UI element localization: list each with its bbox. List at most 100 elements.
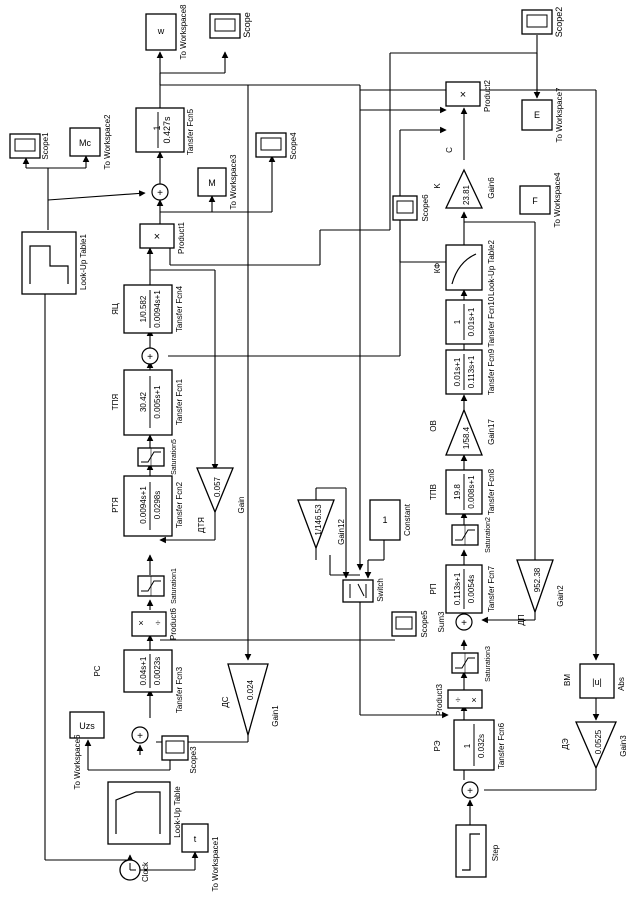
tf10-name: Tansfer Fcn10: [487, 296, 496, 347]
tf7-name: Tansfer Fcn7: [487, 565, 496, 612]
svg-text:+: +: [467, 786, 473, 797]
to-workspace2-block[interactable]: Mc To Workspace2: [69, 114, 112, 170]
transfer-fcn1-block[interactable]: 30.42 0.005s+1 Tansfer Fcn1 ТПЯ: [111, 369, 184, 436]
constant-name: Constant: [403, 503, 412, 536]
transfer-fcn10-block[interactable]: 1 0.01s+1 Tansfer Fcn10: [445, 296, 496, 347]
tf1-name: Tansfer Fcn1: [175, 378, 184, 425]
transfer-fcn2-block[interactable]: 0.0094s+1 0.0298s Tansfer Fcn2 РТЯ: [111, 475, 184, 537]
gain2-value: 952.38: [533, 567, 542, 592]
product6-block[interactable]: × ÷ Product6: [131, 607, 178, 640]
to-workspace3-block[interactable]: M To Workspace3: [197, 154, 238, 210]
gain17-block[interactable]: 1/58.4 ОВ Gain17: [429, 408, 496, 456]
sum-speed-block[interactable]: +: [131, 726, 149, 744]
transfer-fcn3-block[interactable]: 0.04s+1 0.0023s Tansfer Fcn3 РС: [93, 649, 184, 713]
sum3-block[interactable]: + Sum3: [437, 611, 473, 632]
saturation1-block[interactable]: Saturation1: [137, 568, 178, 604]
lookup-table1-block[interactable]: Look-Up Table1: [21, 231, 88, 295]
scope-block[interactable]: Scope: [209, 12, 252, 39]
e-label: E: [534, 110, 540, 120]
lookup-table2-block[interactable]: КФ Look-Up Table2: [433, 240, 496, 296]
gain17-name: Gain17: [487, 419, 496, 445]
tf3-label: РС: [93, 665, 102, 676]
transfer-fcn4-block[interactable]: 1/0.582 0.0094s+1 Tansfer Fcn4 ЯЦ: [111, 284, 184, 334]
scope4-block[interactable]: Scope4: [255, 132, 298, 160]
tf10-num: 1: [453, 319, 462, 324]
sum-step-block[interactable]: +: [461, 781, 479, 799]
tf6-label: РЭ: [433, 740, 442, 751]
gain6-value: 23.81: [462, 184, 471, 205]
product2-block[interactable]: × Product2: [445, 79, 492, 112]
gain12-value: 1/146.53: [314, 504, 323, 536]
product1-block[interactable]: × Product1: [139, 221, 186, 254]
to-workspace7-block[interactable]: E To Workspace7: [521, 87, 564, 143]
tf9-den: 0.113s+1: [467, 355, 476, 388]
gain6-block[interactable]: 23.81 K Gain6: [433, 168, 496, 209]
gain17-value: 1/58.4: [462, 426, 471, 449]
saturation3-name: Saturation3: [485, 646, 492, 682]
mc-label: Mc: [79, 138, 91, 148]
lookup-table2-name: Look-Up Table2: [487, 240, 496, 296]
tf8-label: ТПВ: [429, 484, 438, 500]
gain3-block[interactable]: 0.0525 ДЭ Gain3: [561, 721, 628, 770]
scope3-block[interactable]: Scope3: [161, 735, 198, 774]
scope1-block[interactable]: Scope1: [9, 132, 50, 160]
t-label: t: [194, 834, 197, 844]
tf9-name: Tansfer Fcn9: [487, 348, 496, 395]
saturation5-name: Saturation5: [171, 439, 178, 475]
transfer-fcn5-block[interactable]: 1 0.427s Tansfer Fcn5: [135, 107, 195, 155]
product3-block[interactable]: ÷ × Product3: [435, 683, 483, 716]
signal-lines: [22, 35, 600, 871]
sum-omega-block[interactable]: +: [151, 183, 169, 201]
scope5-block[interactable]: Scope5: [391, 610, 429, 638]
saturation5-block[interactable]: Saturation5: [137, 439, 178, 475]
tf4-label: ЯЦ: [111, 303, 120, 315]
m-name: To Workspace3: [229, 154, 238, 210]
sum-current-block[interactable]: +: [141, 347, 159, 365]
saturation3-block[interactable]: Saturation3: [451, 646, 492, 682]
transfer-fcn8-block[interactable]: 19.8 0.008s+1 Tansfer Fcn8 ТПВ: [429, 468, 496, 515]
saturation2-name: Saturation2: [485, 517, 492, 553]
scope2-block[interactable]: Scope2: [521, 7, 564, 38]
saturation2-block[interactable]: Saturation2: [451, 517, 492, 553]
lookup-table2-label: КФ: [433, 263, 442, 273]
uzs-label: Uzs: [79, 721, 95, 731]
signal-c-label: C: [445, 147, 454, 153]
lookup-table1-name: Look-Up Table1: [79, 234, 88, 290]
clock-block[interactable]: Clock: [119, 859, 150, 882]
abs-value: |u|: [592, 677, 602, 687]
lookup-table-name: Look-Up Table: [173, 786, 182, 838]
scope6-block[interactable]: Scope6: [392, 194, 430, 222]
scope-name: Scope: [242, 12, 252, 38]
tf7-den: 0.0054s: [467, 575, 476, 603]
gain3-name: Gain3: [619, 735, 628, 757]
constant-block[interactable]: 1 Constant: [369, 499, 412, 541]
gain2-block[interactable]: 952.38 ДП Gain2: [516, 559, 565, 626]
clock-name: Clock: [141, 861, 150, 882]
transfer-fcn6-block[interactable]: 1 0.032s Tansfer Fcn6 РЭ: [433, 719, 506, 771]
to-workspace1-block[interactable]: t To Workspace1: [181, 823, 220, 892]
switch-block[interactable]: Switch: [342, 578, 385, 603]
gain2-name: Gain2: [556, 585, 565, 607]
product3-name: Product3: [435, 683, 444, 716]
to-workspace8-block[interactable]: w To Workspace8: [145, 4, 188, 60]
tf2-name: Tansfer Fcn2: [175, 481, 184, 528]
svg-text:÷: ÷: [156, 618, 161, 628]
gain1-block[interactable]: 0.024 ДС Gain1: [221, 663, 280, 738]
w-name: To Workspace8: [179, 4, 188, 60]
lookup-table-block[interactable]: Look-Up Table: [107, 781, 182, 845]
tf5-name: Tansfer Fcn5: [186, 108, 195, 155]
transfer-fcn7-block[interactable]: 0.113s+1 0.0054s Tansfer Fcn7 РП: [429, 564, 496, 614]
abs-block[interactable]: |u| ВМ Abs: [563, 663, 626, 699]
tf6-den: 0.032s: [477, 734, 486, 758]
tf3-num: 0.04s+1: [139, 656, 148, 685]
to-workspace6-block[interactable]: Uzs To Workspace6: [69, 711, 105, 790]
svg-text:×: ×: [471, 695, 476, 705]
gain12-block[interactable]: 1/146.53 Gain12: [297, 499, 346, 550]
to-workspace4-block[interactable]: F To Workspace4: [519, 172, 562, 228]
w-label: w: [157, 26, 165, 36]
gain-dtya-block[interactable]: 0.057 ДТЯ Gain: [196, 467, 246, 533]
step-block[interactable]: Step: [455, 824, 500, 878]
sum3-name: Sum3: [437, 611, 446, 632]
transfer-fcn9-block[interactable]: 0.01s+1 0.113s+1 Tansfer Fcn9: [445, 348, 496, 395]
